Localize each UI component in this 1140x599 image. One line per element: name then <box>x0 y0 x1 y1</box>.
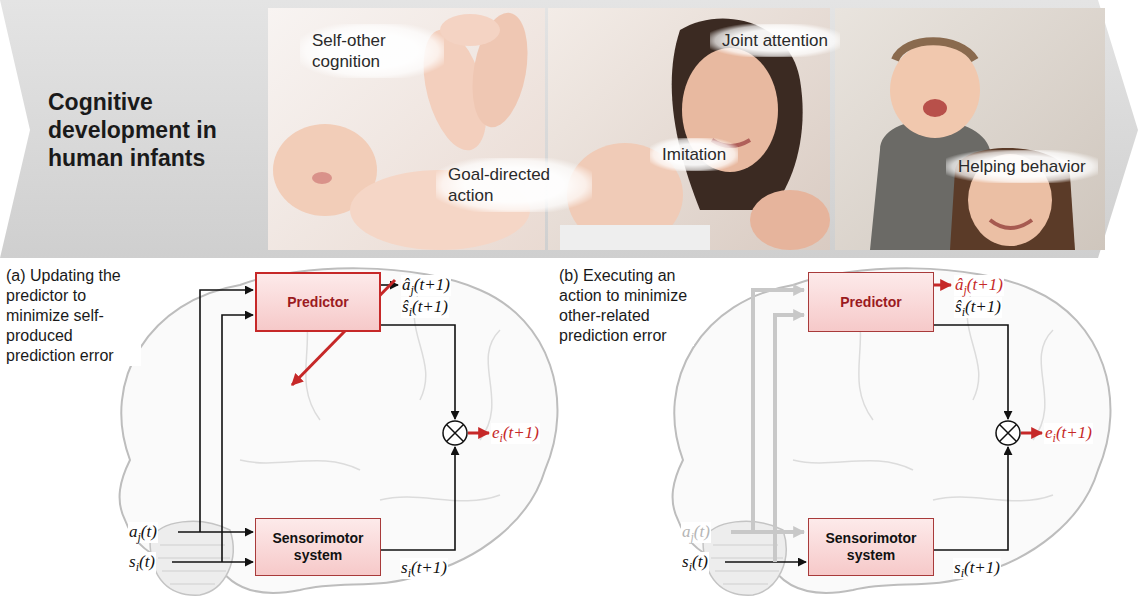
signal-subscript: i <box>961 566 964 580</box>
signal-name: si(t+1) <box>953 558 1001 579</box>
signal-subscript: i <box>1053 431 1056 445</box>
signal-symbol: s <box>401 558 408 577</box>
signal-symbol: s <box>954 558 961 577</box>
node-label: Predictor <box>287 294 348 311</box>
signal-time: (t+1) <box>412 297 448 316</box>
signal-subscript: j <box>138 530 141 544</box>
photo-caption: Helping behavior <box>946 150 1098 183</box>
signal-time: (t+1) <box>967 275 1003 294</box>
signal-name: si(t) <box>128 552 156 573</box>
signal-symbol: â <box>955 275 964 294</box>
chevron-band <box>0 0 1138 258</box>
signal-name: aj(t) <box>128 522 158 543</box>
signal-time: (t) <box>141 522 157 541</box>
predictor-box: Predictor <box>255 272 381 332</box>
signal-name: aj(t) <box>681 522 711 543</box>
panel-caption: (a) Updating the predictor to minimize s… <box>6 266 141 366</box>
signal-subscript: i <box>408 566 411 580</box>
brain-outline <box>120 268 558 595</box>
signal-subscript: j <box>691 530 694 544</box>
signal-subscript: i <box>136 560 139 574</box>
signal-name: âj(t+1) <box>401 275 451 296</box>
sensorimotor-box: Sensorimotor system <box>255 518 381 576</box>
photo-caption: Joint attention <box>710 24 840 57</box>
signal-subscript: i <box>689 560 692 574</box>
signal-subscript: i <box>962 305 965 319</box>
infant-photo <box>268 8 545 250</box>
band-title: Cognitive development in human infants <box>48 88 248 172</box>
helping-photo <box>835 8 1105 250</box>
signal-name: âj(t+1) <box>954 275 1004 296</box>
signal-symbol: ŝ <box>955 297 962 316</box>
photo-caption: Imitation <box>650 138 738 171</box>
sensorimotor-box: Sensorimotor system <box>808 518 934 576</box>
signal-name: ŝi(t+1) <box>401 297 449 318</box>
signal-subscript: i <box>409 305 412 319</box>
signal-symbol: e <box>492 423 500 442</box>
signal-time: (t+1) <box>1056 423 1092 442</box>
signal-symbol: a <box>129 522 138 541</box>
signal-time: (t) <box>694 522 710 541</box>
predictor-box: Predictor <box>808 272 934 332</box>
signal-name: ŝi(t+1) <box>954 297 1002 318</box>
signal-name: ei(t+1) <box>491 423 540 444</box>
signal-symbol: s <box>129 552 136 571</box>
signal-subscript: i <box>500 431 503 445</box>
signal-time: (t) <box>139 552 155 571</box>
signal-time: (t+1) <box>503 423 539 442</box>
signal-subscript: j <box>964 283 967 297</box>
signal-symbol: ŝ <box>402 297 409 316</box>
photo-caption: Goal-directed action <box>436 158 592 212</box>
node-label: Sensorimotor system <box>817 530 925 564</box>
panel-caption: (b) Executing an action to minimize othe… <box>559 266 694 346</box>
brain-outline <box>673 268 1111 595</box>
signal-name: si(t) <box>681 552 709 573</box>
signal-name: si(t+1) <box>400 558 448 579</box>
signal-time: (t+1) <box>411 558 447 577</box>
node-label: Sensorimotor system <box>264 530 372 564</box>
signal-time: (t) <box>692 552 708 571</box>
signal-name: ei(t+1) <box>1044 423 1093 444</box>
signal-time: (t+1) <box>965 297 1001 316</box>
signal-symbol: s <box>682 552 689 571</box>
signal-symbol: e <box>1045 423 1053 442</box>
node-label: Predictor <box>840 294 901 311</box>
signal-symbol: â <box>402 275 411 294</box>
signal-time: (t+1) <box>964 558 1000 577</box>
photo-caption: Self-other cognition <box>300 24 444 78</box>
signal-symbol: a <box>682 522 691 541</box>
signal-subscript: j <box>411 283 414 297</box>
signal-time: (t+1) <box>414 275 450 294</box>
